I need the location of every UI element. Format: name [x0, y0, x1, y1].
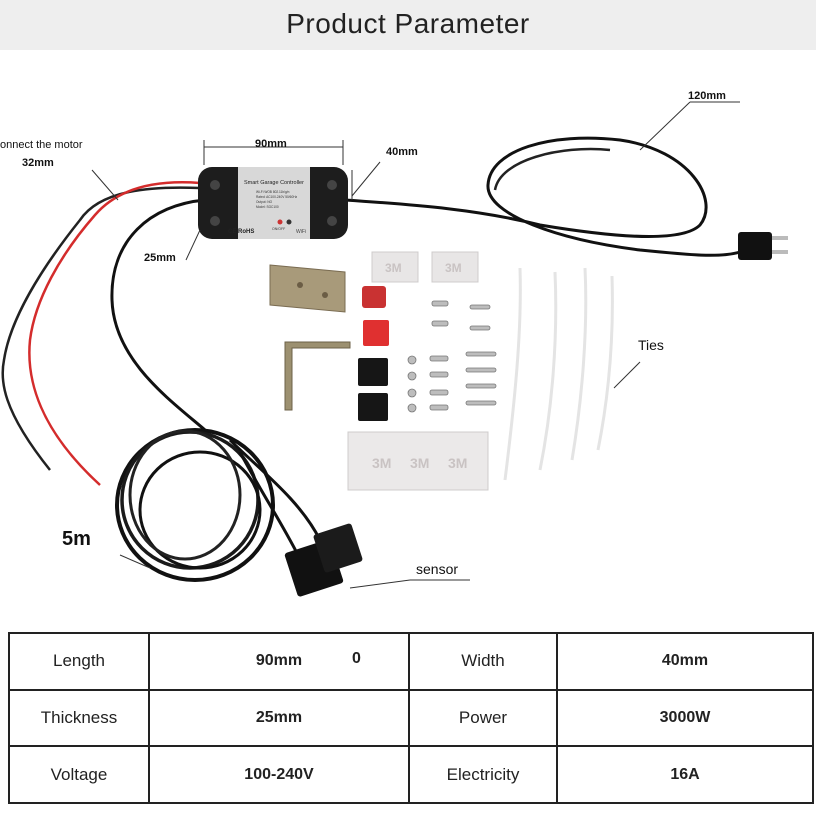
dimension-lines [91, 101, 740, 589]
param-value: 100-240V [148, 745, 410, 804]
param-key: Voltage [8, 745, 150, 804]
garage-controller [198, 167, 348, 239]
connect-motor-label: onnect the motor [0, 139, 83, 151]
adhesive-stickers [347, 251, 489, 491]
power-cord-2 [493, 147, 611, 191]
sensor-lead-2 [238, 451, 300, 556]
metal-bracket [269, 264, 346, 313]
red-button [362, 286, 386, 308]
device-marks: CE RoHS [228, 229, 254, 235]
product-photo: Smart Garage Controller Wi-Fi WOB 802.11… [1, 101, 788, 597]
black-clip-2 [358, 393, 388, 421]
param-key: Power [408, 688, 558, 748]
parameter-table: Length 90mm Width 40mm Thickness 25mm Po… [8, 632, 814, 804]
red-motor-wire [28, 181, 201, 486]
wire-length-label: 32mm [22, 157, 54, 169]
sticker-3m-5: 3M [448, 455, 467, 471]
stray-zero-mark: 0 [352, 650, 361, 667]
page-title: Product Parameter [286, 8, 530, 39]
sticker-3m-1: 3M [385, 261, 402, 275]
body-width-label: 40mm [386, 146, 418, 158]
sensor-cable-length-label: 5m [62, 528, 91, 550]
sensor-label: sensor [416, 561, 459, 577]
angle-bracket [284, 341, 351, 411]
param-value: 3000W [556, 688, 814, 748]
body-thickness-label: 25mm [144, 252, 176, 264]
black-clip-1 [358, 358, 388, 386]
page-header: Product Parameter [0, 0, 816, 50]
param-key: Thickness [8, 688, 150, 748]
table-row: Thickness 25mm Power 3000W [8, 688, 814, 748]
ties-label: Ties [638, 337, 664, 353]
device-spec-1: Wi-Fi WOB 802.11b/g/n [256, 190, 290, 194]
cable-coil-3 [138, 450, 262, 570]
device-spec-3: Output: NO [256, 200, 273, 204]
param-value: 25mm [148, 688, 410, 748]
body-length-label: 90mm [255, 138, 287, 150]
param-key: Width [408, 632, 558, 691]
param-value: 40mm [556, 632, 814, 691]
param-value: 16A [556, 745, 814, 804]
sensor-lead-1 [228, 438, 322, 541]
device-spec-2: Rated: AC100-240V 50/60Hz [256, 195, 298, 199]
power-cord [344, 136, 741, 257]
device-spec-4: Model: SGC100 [256, 205, 279, 209]
red-label-block [363, 320, 389, 346]
device-led-label: ON/OFF [272, 227, 285, 231]
sensor-cable [110, 198, 206, 432]
param-key: Length [8, 632, 150, 691]
sticker-3m-2: 3M [445, 261, 462, 275]
device-wifi-logo: WiFi [296, 229, 306, 235]
sticker-3m-3: 3M [372, 455, 391, 471]
param-value: 90mm [148, 632, 410, 691]
cable-coil-4 [128, 429, 242, 561]
cord-length-label: 120mm [688, 90, 726, 102]
sticker-3m-4: 3M [410, 455, 429, 471]
magnetic-sensor [284, 523, 363, 597]
cable-ties [503, 267, 614, 481]
power-plug [738, 232, 788, 260]
param-key: Electricity [408, 745, 558, 804]
table-row: Length 90mm Width 40mm [8, 632, 814, 691]
screws [407, 300, 497, 413]
device-name: Smart Garage Controller [244, 180, 304, 186]
table-row: Voltage 100-240V Electricity 16A [8, 745, 814, 804]
cable-coil-1 [115, 428, 275, 582]
